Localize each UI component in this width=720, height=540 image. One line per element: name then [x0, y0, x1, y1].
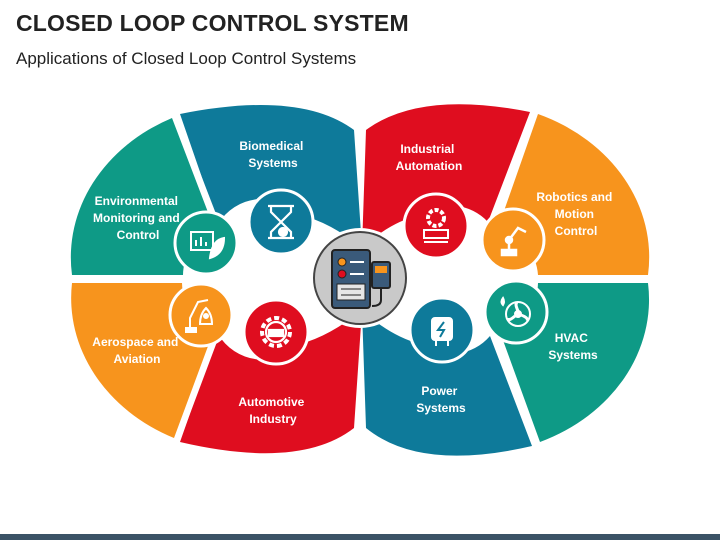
hourglass-gear-icon — [268, 204, 294, 240]
segment-biomedical[interactable] — [180, 105, 362, 248]
page-subtitle: Applications of Closed Loop Control Syst… — [16, 49, 357, 68]
segment-industrial[interactable] — [362, 104, 530, 249]
robot-arm-icon — [500, 226, 527, 257]
label-hvac: HVAC Systems — [548, 331, 598, 362]
label-environmental: Environmental Monitoring and Control — [93, 194, 183, 242]
power-plug-icon — [431, 317, 453, 346]
label-automotive: Automotive Industry — [238, 395, 307, 426]
label-robotics: Robotics and Motion Control — [536, 190, 615, 238]
bottom-bar — [0, 534, 720, 540]
label-power: Power Systems — [416, 384, 466, 415]
monitor-leaf-icon — [190, 231, 226, 260]
segment-automotive[interactable] — [180, 310, 362, 454]
segment-power[interactable] — [362, 310, 532, 456]
control-unit-icon — [331, 249, 391, 309]
segment-dividers — [70, 109, 650, 447]
fan-droplet-icon — [500, 296, 531, 327]
label-biomedical: Biomedical Systems — [239, 139, 306, 170]
robotic-arm-rocket-icon — [185, 299, 214, 333]
label-aerospace: Aerospace and Aviation — [92, 335, 181, 366]
page-title: CLOSED LOOP CONTROL SYSTEM — [16, 10, 409, 36]
gear-conveyor-icon — [423, 208, 449, 243]
gear-car-icon — [260, 316, 292, 348]
label-industrial: Industrial Automation — [396, 142, 463, 173]
